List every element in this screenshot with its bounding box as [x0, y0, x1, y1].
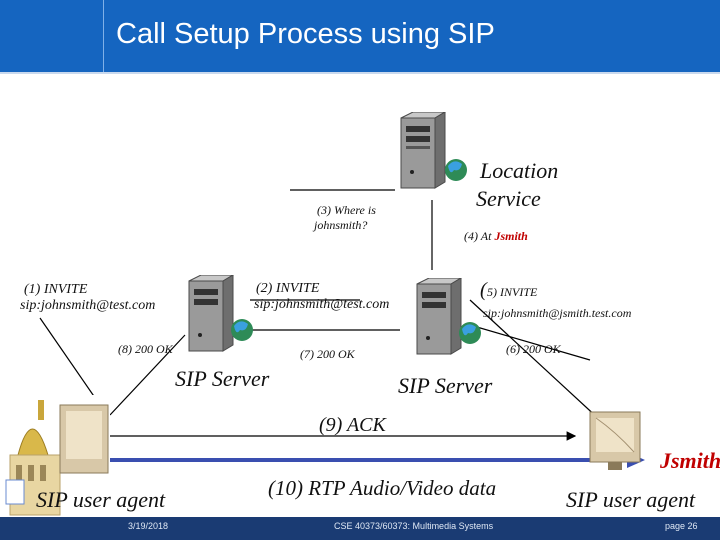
- jsmith-label: Jsmith: [660, 448, 720, 473]
- footer-date: 3/19/2018: [128, 521, 169, 531]
- location-server-icon: [400, 112, 467, 189]
- arrow-1-invite: [39, 317, 101, 406]
- step-2-label-2: sip:johnsmith@test.com: [254, 297, 390, 312]
- footer-course: CSE 40373/60373: Multimedia Systems: [334, 521, 494, 531]
- step-1-label-2: sip:johnsmith@test.com: [20, 298, 156, 313]
- step-7-label: (7) 200 OK: [300, 347, 355, 361]
- sip-server-right-label: SIP Server: [398, 373, 493, 398]
- step-1-label-1: (1) INVITE: [24, 282, 88, 297]
- sip-server-left-icon: [188, 275, 253, 352]
- step-2-label-1: (2) INVITE: [256, 281, 320, 296]
- header-bar: [0, 0, 720, 72]
- footer-bar: [0, 517, 720, 540]
- step-3-label-2: johnsmith?: [314, 218, 368, 232]
- sip-ua-left-label: SIP user agent: [36, 487, 166, 512]
- arrow-8-ok: [109, 334, 186, 416]
- arrow-6-ok: [469, 324, 591, 361]
- user-agent-right-icon: [589, 411, 641, 470]
- header-divider: [0, 72, 720, 74]
- step-4-label: (4) At Jsmith: [464, 229, 528, 243]
- step-3-label-1: (3) Where is: [317, 203, 376, 217]
- step-5-paren: (: [480, 279, 487, 301]
- step-6-label: (6) 200 OK: [506, 342, 561, 356]
- sip-ua-right-label: SIP user agent: [566, 487, 696, 512]
- footer-page-number: page 26: [665, 521, 698, 531]
- location-service-label-1: Location: [480, 158, 559, 183]
- step-5-label-2: sip:johnsmith@jsmith.test.com: [483, 306, 632, 320]
- step-10-label: (10) RTP Audio/Video data: [268, 476, 497, 500]
- user-agent-left-icon: [0, 395, 110, 525]
- step-8-label: (8) 200 OK: [118, 342, 173, 356]
- step-4-jsmith: Jsmith: [494, 229, 528, 243]
- sip-server-right-icon: [416, 278, 481, 355]
- sip-server-left-label: SIP Server: [175, 366, 270, 391]
- slide-title: Call Setup Process using SIP: [116, 18, 495, 50]
- arrow-5-invite: [469, 299, 601, 421]
- step-5-label-1: 5) INVITE: [487, 285, 538, 299]
- header-frame: [103, 0, 720, 72]
- location-service-label-2: Service: [476, 186, 541, 211]
- step-9-label: (9) ACK: [319, 414, 386, 436]
